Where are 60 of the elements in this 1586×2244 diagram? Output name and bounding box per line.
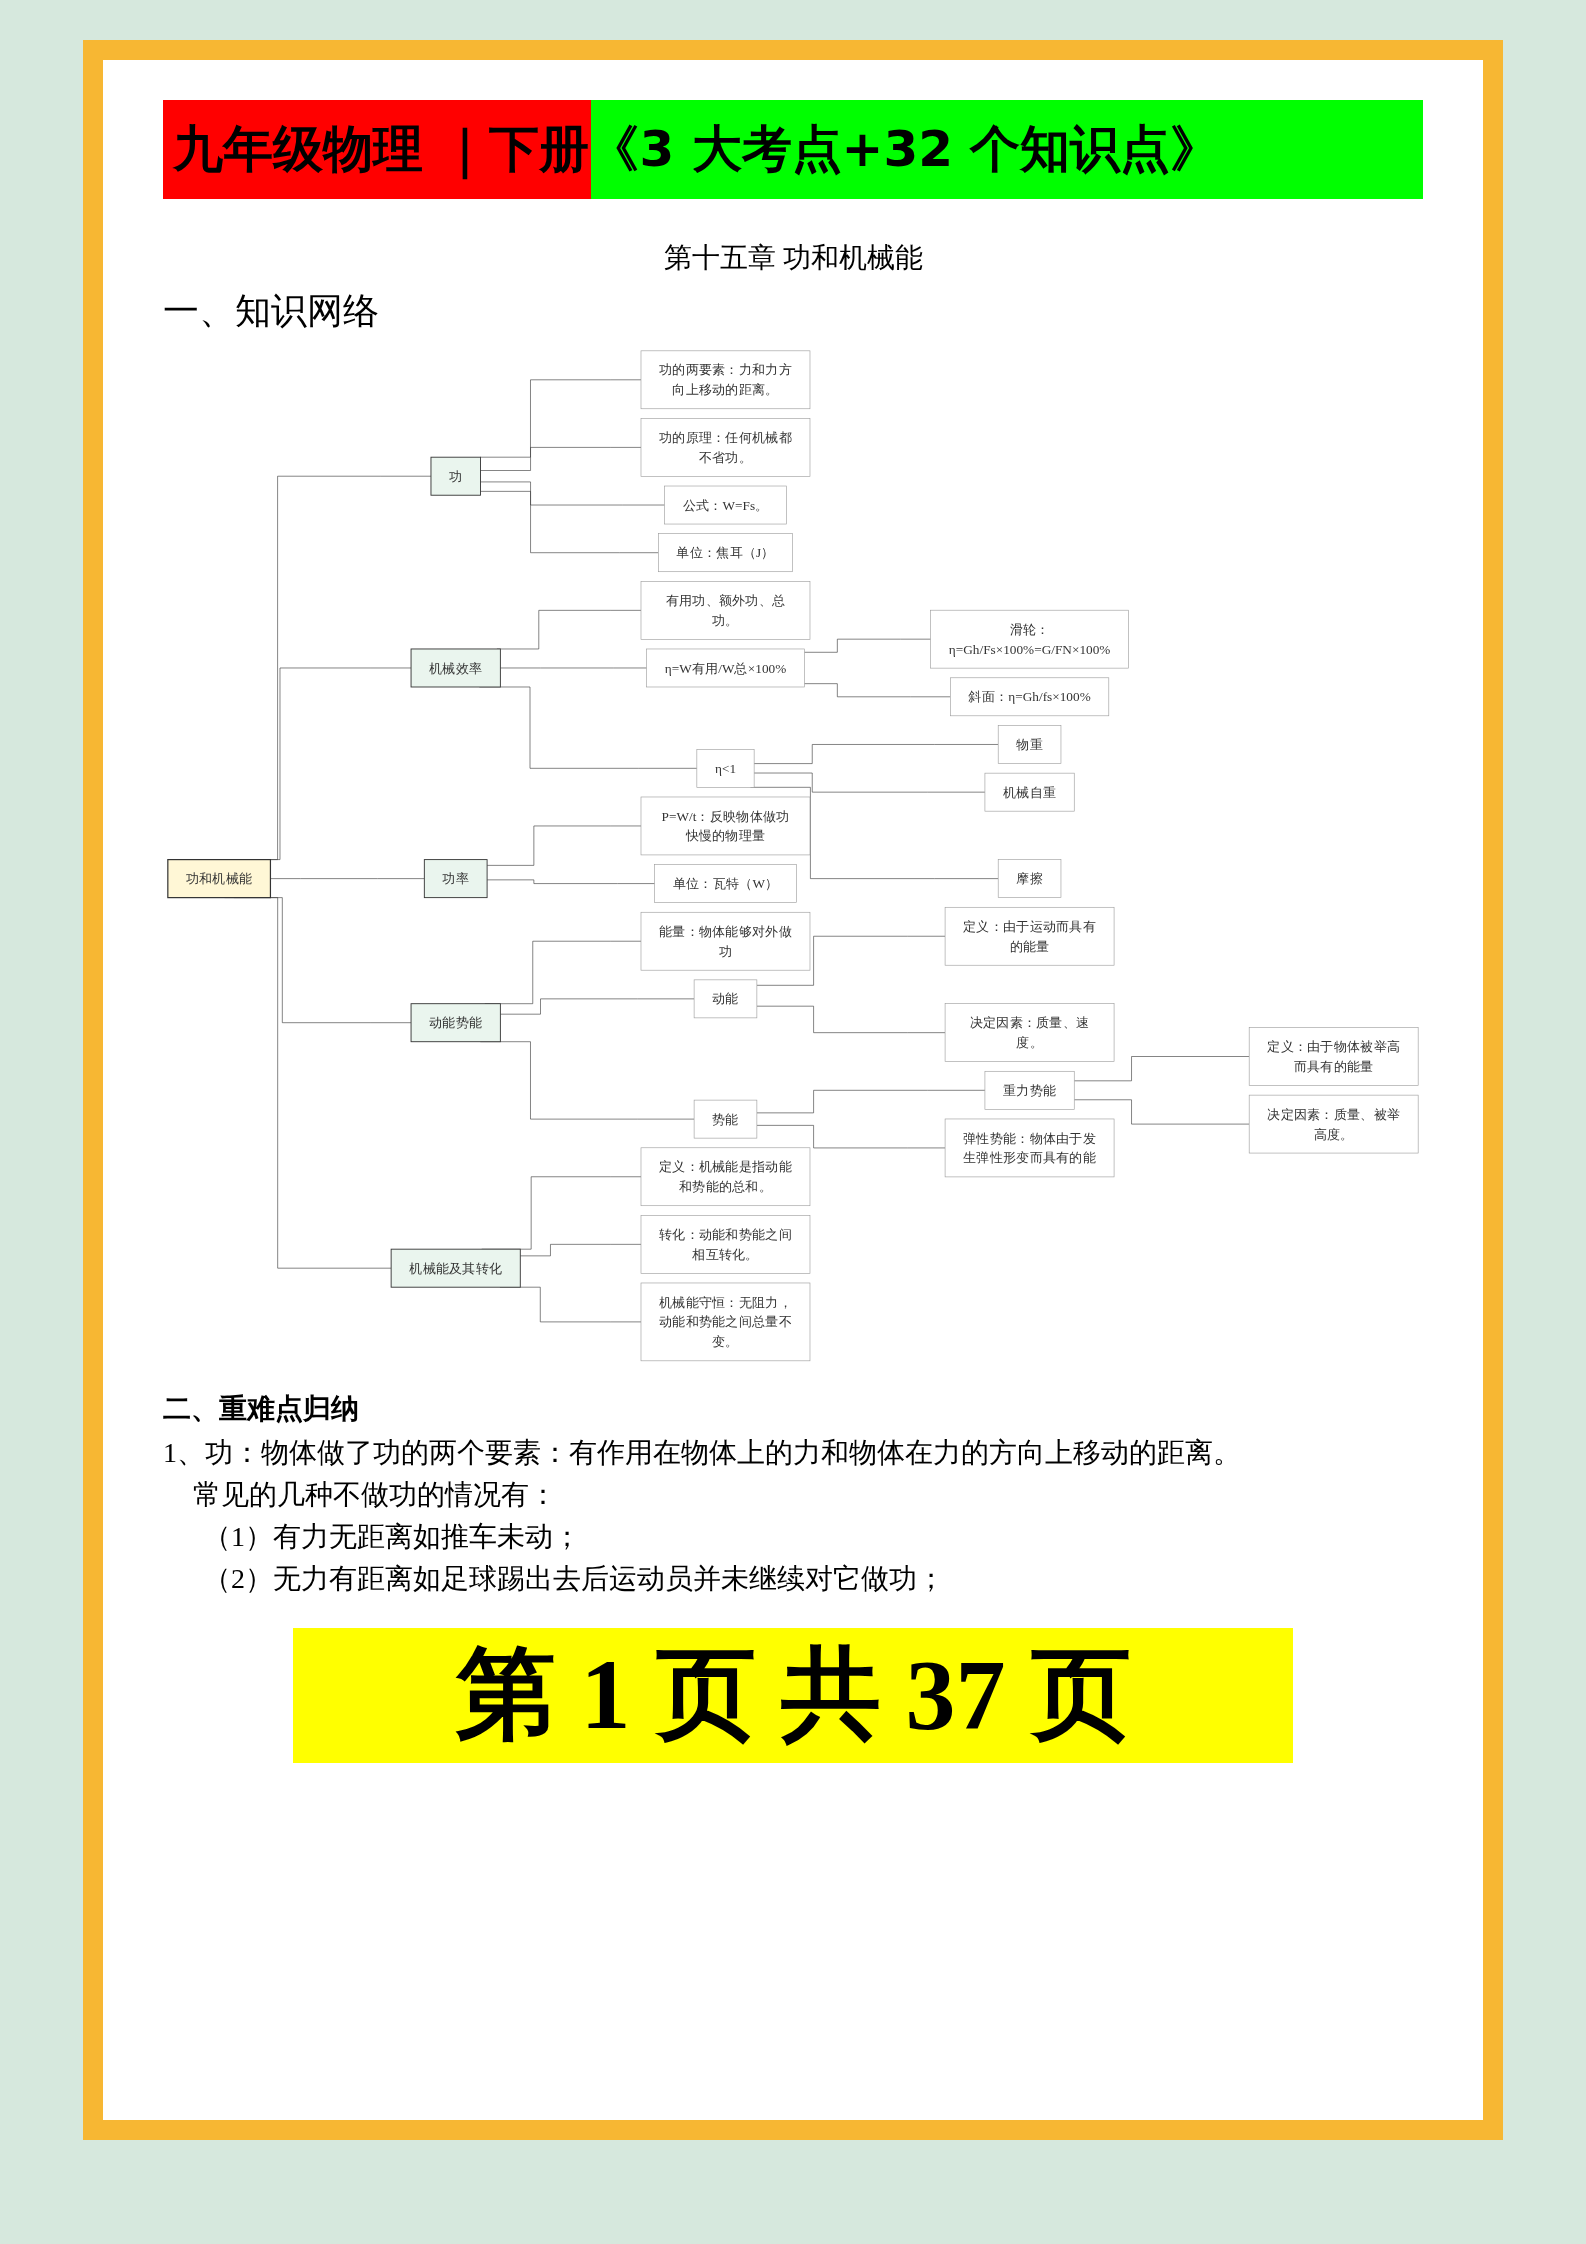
node-box: 弹性势能：物体由于发生弹性形变而具有的能 bbox=[944, 1118, 1115, 1178]
connector bbox=[753, 744, 999, 764]
node-box: 机械效率 bbox=[410, 648, 501, 688]
connector bbox=[804, 683, 951, 698]
page-number: 第 1 页 共 37 页 bbox=[293, 1627, 1293, 1763]
node-box: 决定因素：质量、速度。 bbox=[944, 1003, 1115, 1062]
connector bbox=[500, 998, 695, 1015]
node-box: 动能 bbox=[693, 979, 758, 1019]
node-box: 机械自重 bbox=[984, 772, 1075, 812]
paragraph: 1、功：物体做了功的两个要素：有作用在物体上的力和物体在力的方向上移动的距离。 bbox=[163, 1435, 1242, 1470]
paragraph: 常见的几种不做功的情况有： bbox=[192, 1477, 558, 1512]
chapter-heading: 第十五章 功和机械能 bbox=[662, 241, 924, 275]
node-box: 定义：由于运动而具有的能量 bbox=[944, 907, 1115, 966]
section-heading: 二、重难点归纳 bbox=[163, 1391, 360, 1426]
connector bbox=[480, 481, 665, 506]
node-box: 机械能及其转化 bbox=[390, 1248, 521, 1288]
node-box: 斜面：η=Gh/fs×100% bbox=[950, 677, 1110, 717]
connector bbox=[756, 1125, 946, 1149]
node-box: 机械能守恒：无阻力，动能和势能之间总量不变。 bbox=[640, 1282, 811, 1362]
connector bbox=[756, 1005, 946, 1033]
node-box: P=W/t：反映物体做功快慢的物理量 bbox=[640, 796, 811, 856]
node-box: η<1 bbox=[696, 749, 755, 788]
node-box: 单位：瓦特（W） bbox=[654, 864, 797, 903]
connector bbox=[520, 1244, 642, 1257]
connector bbox=[480, 447, 642, 471]
connector bbox=[486, 879, 655, 884]
node-box: 滑轮：η=Gh/Fs×100%=G/FN×100% bbox=[930, 609, 1129, 669]
node-box: 定义：机械能是指动能和势能的总和。 bbox=[640, 1147, 811, 1206]
node-box: 功的原理：任何机械都不省功。 bbox=[640, 418, 811, 477]
section-heading: 一、知识网络 bbox=[163, 290, 380, 333]
node-box: 转化：动能和势能之间相互转化。 bbox=[640, 1215, 811, 1274]
node-box: 物重 bbox=[997, 725, 1062, 764]
node-box: 公式：W=Fs。 bbox=[664, 485, 787, 525]
node-box: 摩擦 bbox=[997, 859, 1062, 898]
list-item: （1）有力无距离如推车未动； bbox=[202, 1519, 582, 1554]
node-box: 动能势能 bbox=[410, 1003, 501, 1043]
node-box: 功 bbox=[430, 456, 481, 496]
connector bbox=[756, 1090, 986, 1114]
node-box: 决定因素：质量、被举高度。 bbox=[1248, 1094, 1419, 1154]
node-box: 定义：由于物体被举高而具有的能量 bbox=[1248, 1027, 1419, 1086]
connector bbox=[756, 935, 946, 986]
node-box: 有用功、额外功、总功。 bbox=[640, 581, 811, 640]
connector bbox=[480, 379, 642, 458]
node-box: 功和机械能 bbox=[167, 859, 272, 899]
connector bbox=[1073, 1056, 1250, 1082]
connector bbox=[500, 667, 647, 669]
connector bbox=[270, 878, 425, 879]
node-box: 功的两要素：力和力方向上移动的距离。 bbox=[640, 350, 811, 410]
connector bbox=[486, 825, 642, 866]
connector bbox=[804, 638, 931, 653]
connector bbox=[1073, 1099, 1250, 1125]
node-box: 能量：物体能够对外做功 bbox=[640, 911, 811, 971]
list-item: （2）无力有距离如足球踢出去后运动员并未继续对它做功； bbox=[202, 1561, 946, 1596]
node-box: 势能 bbox=[693, 1099, 758, 1139]
connector bbox=[480, 491, 659, 553]
title-banner: 九年级物理 ｜下册《3 大考点+32 个知识点》 bbox=[163, 100, 1423, 199]
node-box: 重力势能 bbox=[984, 1071, 1075, 1110]
node-box: 功率 bbox=[423, 859, 488, 899]
node-box: 单位：焦耳（J） bbox=[658, 533, 793, 572]
node-box: η=W有用/W总×100% bbox=[646, 648, 805, 688]
